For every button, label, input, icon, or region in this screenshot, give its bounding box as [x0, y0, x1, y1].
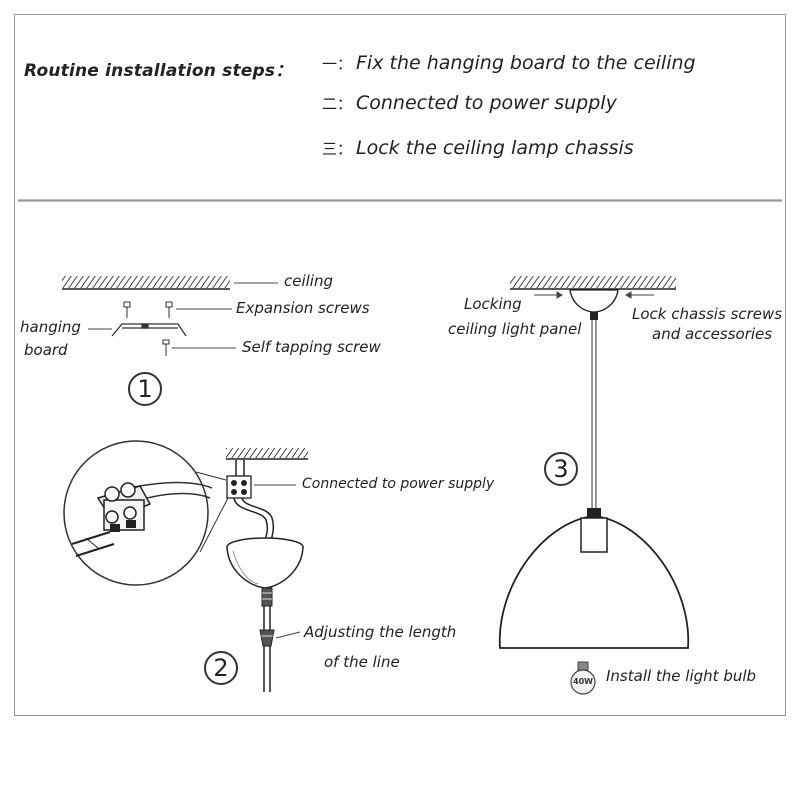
content-frame — [14, 14, 786, 716]
pendant-shade — [498, 508, 690, 649]
step2-ceiling — [226, 448, 308, 460]
self-tapping-screw — [162, 339, 170, 356]
terminal-zoom-detail — [63, 440, 229, 586]
adjust-length-label-2: of the line — [324, 653, 400, 671]
lock-arrows — [534, 291, 654, 299]
lock-screws-label-1: Lock chassis screws — [632, 305, 783, 323]
self-tapping-label: Self tapping screw — [242, 338, 381, 356]
adjust-leader — [275, 631, 301, 639]
installation-title: Routine installation steps： — [24, 61, 293, 81]
step-1-circle: 1 — [128, 372, 162, 406]
cord-grip — [259, 587, 275, 692]
canopy-bowl — [226, 537, 304, 589]
step-1-label: Fix the hanging board to the ceiling — [356, 52, 696, 74]
step-3-text: 三：Lock the ceiling lamp chassis — [322, 137, 634, 159]
step-2-circle: 2 — [204, 651, 238, 685]
step-2-label: Connected to power supply — [356, 92, 617, 114]
step-2-text: 二：Connected to power supply — [322, 92, 617, 114]
step-3-circle: 3 — [544, 452, 578, 486]
step1-ceiling — [62, 276, 230, 290]
step3-ceiling — [510, 276, 676, 290]
expansion-screws-label: Expansion screws — [236, 299, 370, 317]
step-3-label: Lock the ceiling lamp chassis — [356, 137, 634, 159]
header-divider — [18, 199, 782, 202]
lock-screws-label-2: and accessories — [652, 325, 773, 343]
bulb-wattage: 40W — [573, 677, 593, 686]
pendant-cord — [591, 320, 597, 508]
terminal-block-small — [226, 475, 252, 499]
expansion-screws — [123, 301, 173, 318]
ceiling-canopy — [569, 289, 619, 313]
hanging-board — [111, 323, 187, 337]
hanging-label: hanging — [20, 318, 81, 336]
ceiling-panel-label: ceiling light panel — [448, 320, 582, 338]
canopy-nut — [590, 312, 598, 320]
step-1-number: 一： — [322, 55, 353, 73]
step-1-text: 一：Fix the hanging board to the ceiling — [322, 52, 696, 74]
power-supply-label: Connected to power supply — [302, 476, 495, 492]
step-3-number: 三： — [322, 140, 353, 158]
board-label: board — [24, 341, 68, 359]
step-2-number: 二： — [322, 95, 353, 113]
ceiling-label: ceiling — [284, 272, 334, 290]
install-bulb-label: Install the light bulb — [606, 667, 757, 685]
adjust-length-label-1: Adjusting the length — [304, 623, 457, 641]
light-bulb-icon — [570, 661, 596, 695]
locking-label: Locking — [464, 295, 522, 313]
